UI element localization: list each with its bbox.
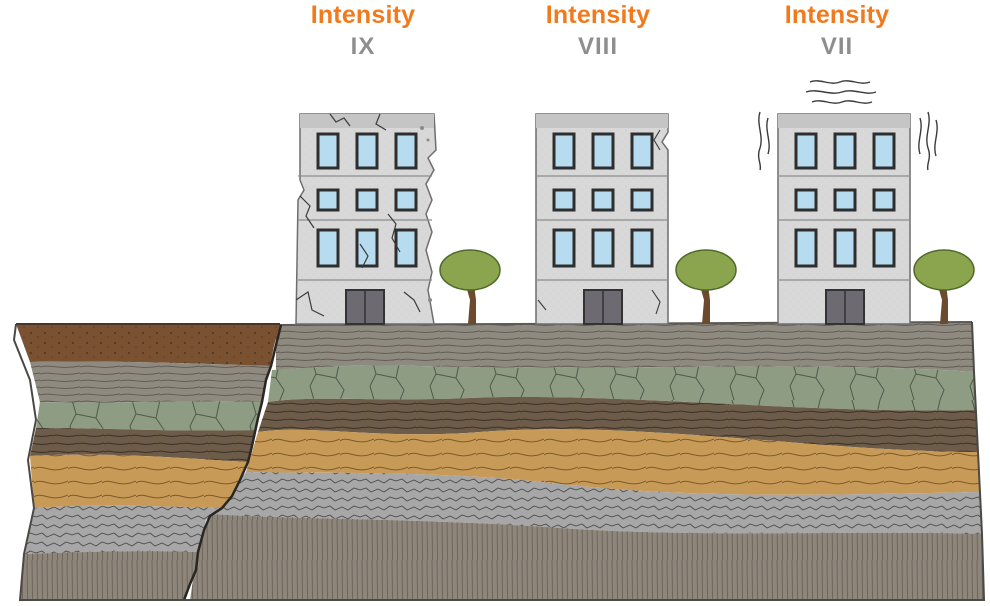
debris — [420, 126, 432, 302]
building-intensity-vii — [757, 80, 938, 325]
intensity-word: Intensity — [545, 1, 651, 29]
window-row — [794, 132, 896, 268]
intensity-word: Intensity — [784, 1, 890, 29]
wall-cracks — [295, 113, 421, 317]
tree — [913, 249, 975, 324]
building-door — [345, 289, 385, 325]
intensity-numeral: IX — [350, 33, 376, 60]
intensity-word: Intensity — [310, 1, 416, 29]
tree — [675, 249, 737, 324]
wall-cracks — [537, 129, 661, 315]
intensity-label-vii: Intensity VII — [737, 0, 937, 59]
intensity-label-viii: Intensity VIII — [498, 0, 698, 59]
tree — [439, 249, 501, 324]
fault-line — [182, 324, 283, 601]
ground-cross-section — [12, 321, 986, 601]
intensity-numeral: VIII — [577, 33, 618, 60]
building-door — [583, 289, 623, 325]
building-intensity-ix — [295, 113, 437, 325]
building-door — [825, 289, 865, 325]
intensity-label-ix: Intensity IX — [263, 0, 463, 59]
left-ground-block — [16, 323, 280, 600]
right-ground-block — [190, 321, 984, 600]
building-intensity-viii — [535, 113, 669, 325]
window-row — [552, 132, 654, 268]
window-row — [316, 132, 418, 268]
intensity-numeral: VII — [820, 33, 854, 60]
shake-lines-icon — [757, 80, 938, 171]
